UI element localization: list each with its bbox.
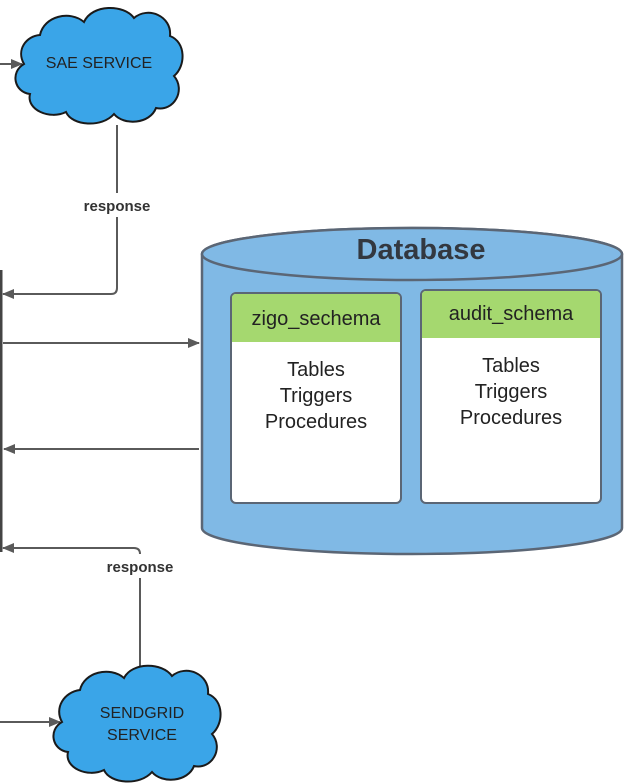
sae-response-connector (2, 125, 118, 299)
schema-panel-zigo: zigo_sechema Tables Triggers Procedures (230, 292, 402, 504)
cloud-icon (14, 6, 184, 125)
database-title: Database (357, 234, 486, 266)
schema-item-tables: Tables (482, 355, 540, 377)
sendgrid-service-cloud: SENDGRID SERVICE (52, 664, 222, 783)
schema-panel-audit: audit_schema Tables Triggers Procedures (420, 289, 602, 504)
sae-service-cloud: SAE SERVICE (14, 6, 184, 125)
sendgrid-service-label-line2: SERVICE (107, 727, 177, 744)
schema-item-triggers: Triggers (475, 381, 548, 403)
sendgrid-response-label-bg (95, 554, 185, 578)
sendgrid-response-label: response (107, 559, 174, 576)
sae-response-label: response (84, 198, 151, 215)
schema-panel-header (422, 291, 600, 338)
schema-item-procedures: Procedures (460, 407, 562, 429)
schema-name: audit_schema (449, 303, 574, 325)
sae-service-label: SAE SERVICE (46, 55, 152, 72)
sae-response-label-bg (72, 193, 162, 217)
schema-item-triggers: Triggers (280, 385, 353, 407)
schema-item-tables: Tables (287, 359, 345, 381)
sendgrid-service-label-line1: SENDGRID (100, 705, 184, 722)
schema-panel-body (230, 292, 402, 504)
sendgrid-response-connector (2, 543, 141, 668)
schema-item-procedures: Procedures (265, 411, 367, 433)
database-top-ellipse (200, 226, 624, 282)
schema-panel-header (232, 294, 400, 342)
schema-panel-body (420, 289, 602, 504)
schema-name: zigo_sechema (252, 308, 382, 330)
cloud-icon (52, 664, 222, 783)
